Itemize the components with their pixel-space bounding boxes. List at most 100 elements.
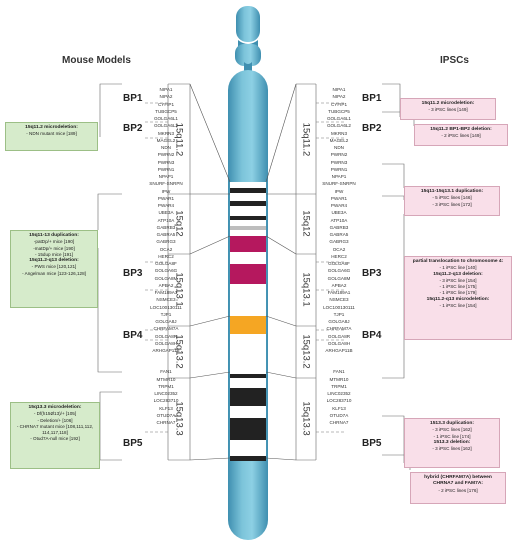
box-title: hybrid (CHRFAM7A) between [424,475,492,480]
gene: NDN [161,145,171,150]
gene: PWRN3 [157,159,175,165]
mouse-box-15q11-13-duplication: 15q11-13 duplication: -patDp/+ mice [190… [10,230,98,308]
gene-list-right: NIPA1 NIPA2 CYFIP1 TUBGCP5 GOLGA6L1 GOLG… [316,86,362,426]
gene: MAGEL2 [329,137,349,143]
gene: GOLGA6L2 [326,123,351,129]
gene: CHRNA7 [329,420,349,425]
gene: TUBGCP5 [328,108,350,114]
box-line: - 3 iPSC line [154] [439,277,477,283]
gene: GOLGA6L1 [326,116,351,121]
ipsc-box-1513.3-dup-del: 1513.3 duplication: - 3 iPSC lines [162]… [404,418,500,468]
gene: PWRN3 [330,159,348,165]
gene: HERC2 [158,253,174,259]
gene: MAGEL2 [156,137,176,143]
gene: GOLGA8M [327,275,351,281]
box-line: - 15dup mice [191] [34,251,74,257]
bp3-label-right: BP3 [362,268,382,279]
gene: KLF13 [159,405,173,411]
box-title: 1513.3 duplication: [429,421,475,426]
gene: ATP10A [157,217,175,223]
gene: GABRA5 [329,232,349,237]
box-line: - 1 iPSC line [140] [439,265,477,271]
gene: OTUD7A [329,412,349,418]
gene: TRPM1 [331,383,347,389]
gene: CHRNA7 [156,420,176,425]
gene: TJP1 [333,311,345,317]
mouse-models-header: Mouse Models [62,55,131,66]
gene: GOLGA8F [155,261,177,266]
gene: LOC283710 [326,398,352,404]
bp3-label-left: BP3 [123,268,143,279]
gene: LINC02352 [154,391,178,396]
box-title: CHRNA7 and FAM7A: [433,481,483,487]
mouse-box-15q13.3-microdeletion: 15q13.3 microdeletion: - Df(h15Ø13)/+ [1… [10,402,100,469]
gene: NIPA2 [332,94,346,100]
gene: CYFIP1 [157,101,175,107]
gene: UBE3A [331,210,347,216]
gene: OCA2 [332,246,346,252]
chromosome-bands [230,182,266,461]
gene: NIPA1 [159,87,173,92]
breakpoint-dashes [145,102,344,433]
bp5-label-left: BP5 [123,438,143,449]
box-title: 15q11.2 BP1-BP2 deletion: [430,127,492,132]
box-line: - 2 iPSC lines [149] [441,133,481,139]
bp4-label-right: BP4 [362,330,382,341]
gene: GOLGA8J [328,319,350,324]
gene: GOLGA8R [327,333,351,339]
box-line: - CHRNA7 mutant mice [108,111,112, [16,423,94,429]
box-line: - 3 iPSC lines [172] [432,201,472,207]
box-line: - 3 iPSC lines [162] [432,446,472,452]
box-line: - Df(h15Ø13)/+ [105] [33,411,77,417]
ipscs-header: IPSCs [440,55,469,66]
gene: PWAR4 [157,203,175,208]
gene: NDN [334,145,344,150]
gene: GOLGA8J [155,319,177,324]
gene: GABRA5 [156,232,176,237]
box-title: 1513.3 deletion: [433,439,471,445]
box-title: 15q11.2-q13 deletion: [433,271,483,277]
gene: GOLGA8H [327,340,351,346]
box-title: partial translocation to chromosome 4: [412,259,504,264]
gene: ARHGAP11B [152,348,180,353]
gene: MTMR10 [156,376,176,382]
gene: LINC02352 [327,391,351,396]
ipsc-box-15q11.2-microdeletion: 15q11.2 microdeletion: - 3 iPSC lines [1… [400,98,496,120]
box-line: -matDp/+ mice [190] [33,245,75,251]
gene: OCA2 [159,246,173,252]
gene: CHRFAM7A [326,326,352,332]
gene: GABRB3 [329,224,349,230]
box-title: 15q11.2-q13 deletion: [29,258,79,264]
box-line: - 5 iPSC lines [146] [432,195,472,201]
gene: KLF13 [332,405,346,411]
gene: FAM189A1 [327,290,351,295]
gene: PWAR4 [330,203,348,208]
box-line: - 1 iPSC line [174] [433,433,471,439]
box-line: - Deletion/+ [106] [37,417,73,423]
band-15q12-right: 15q12 [300,210,312,237]
gene: IPW [334,188,344,194]
ipsc-box-bp1-bp2-deletion: 15q11.2 BP1-BP2 deletion: - 2 iPSC lines… [414,124,508,146]
gene: PWRN2 [330,152,348,158]
gene: LOC100130111 [150,304,182,310]
gene: NPAP1 [331,174,347,179]
gene: TJP1 [160,311,172,317]
box-title: 15q11.2-q13 microdeletion: [426,296,490,302]
box-title: 15q13.3 microdeletion: [28,405,82,410]
box-line: - 3 iPSC lines [162] [432,427,472,433]
box-title: 15q11.2 microdeletion: [421,101,475,106]
gene: ARHGAP11B [325,348,353,353]
band-15q13.2-right: 15q13.2 [300,334,312,369]
mouse-brackets [97,83,122,461]
box-line: - PWS mice [120,121] [31,264,77,270]
box-line: - 1 iPSC line [175] [439,284,477,290]
band-15q11.2-right: 15q11.2 [300,122,312,157]
gene: GOLGA6G [327,268,351,274]
gene: PWAR1 [330,195,348,201]
left-band-column [167,83,191,461]
box-line: - Angelman mice [123-126,128] [22,270,86,276]
gene: SNURF-SNRPN [149,181,183,187]
gene: IPW [161,188,171,194]
gene: UBE3A [158,210,174,216]
